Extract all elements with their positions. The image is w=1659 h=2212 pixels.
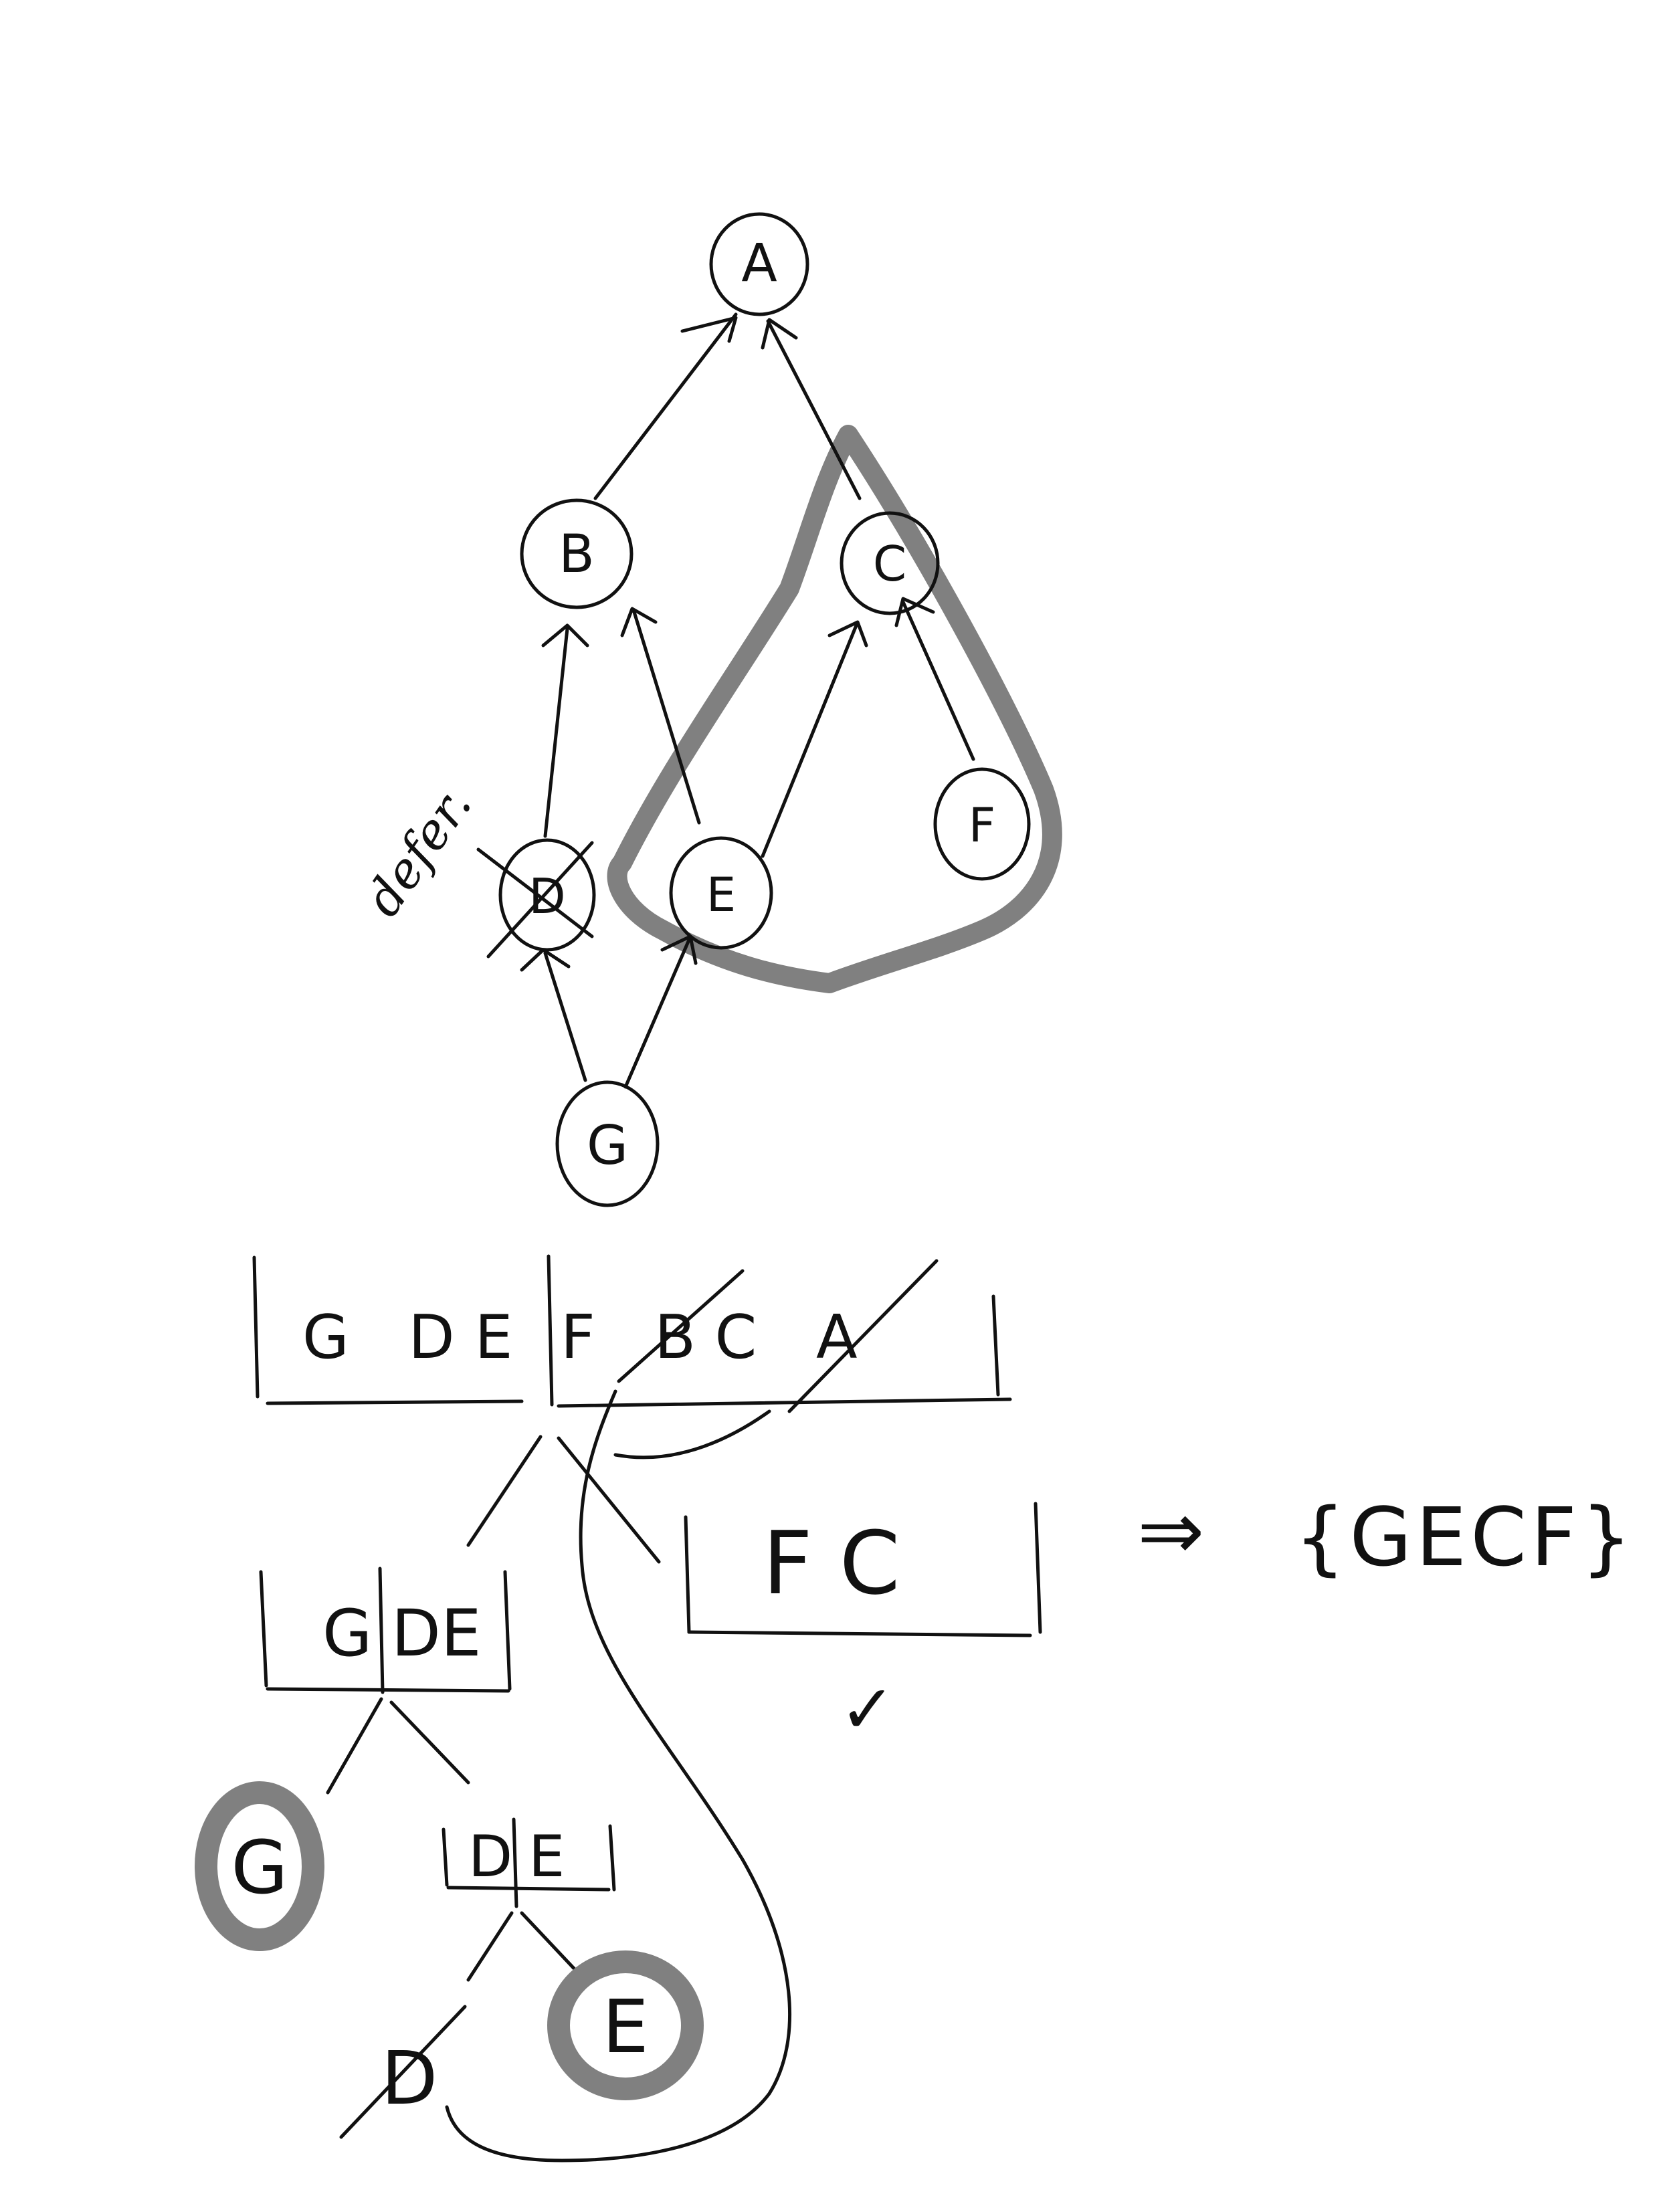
arrowhead-b-a [680, 316, 738, 343]
partition-tree: G DE F BC A G DE FC ✓ ⇒ [195, 1254, 1636, 2163]
highlight-loop-cef [607, 425, 1062, 993]
right-child-left-wall [684, 1515, 691, 1634]
branch-left-de [389, 1700, 470, 1785]
left-child-left-wall [259, 1570, 268, 1688]
node-b-label: B [559, 524, 595, 585]
de-box-left-label: D [468, 1823, 512, 1890]
de-box-right-wall [608, 1824, 616, 1892]
node-b: B [520, 498, 633, 609]
edge-e-b [632, 610, 701, 825]
edge-g-d [543, 951, 587, 1082]
defer-annotation: defer. [354, 777, 483, 926]
node-d: D [476, 838, 596, 959]
de-box-divider [512, 1817, 518, 1908]
result-arrow: ⇒ [1137, 1485, 1205, 1578]
root-box-left-wall [252, 1255, 260, 1399]
dependency-graph: A B C D E F G defer. [354, 212, 1062, 1207]
arrowhead-e-c [827, 620, 868, 647]
root-box: G DE F BC A [252, 1254, 1012, 1460]
left-child-divider [378, 1567, 385, 1694]
node-d-cross [476, 841, 594, 959]
de-box-right-label: E [528, 1823, 565, 1890]
leaf-g-label: G [231, 1825, 288, 1910]
root-box-divider [547, 1254, 554, 1407]
root-box-strike-a [787, 1259, 939, 1413]
de-box: D E [442, 1817, 616, 1908]
result-label: {GECF} [1294, 1492, 1636, 1585]
root-box-left-label: G DE [302, 1302, 533, 1373]
right-child-bottom [687, 1630, 1032, 1637]
root-box-right-wall [991, 1294, 1000, 1397]
node-c: C [840, 511, 940, 615]
node-f: F [933, 767, 1031, 881]
edge-d-b [543, 627, 569, 838]
root-box-right-label: F BC A [561, 1302, 878, 1373]
branch-de-d [466, 1911, 514, 1982]
arrowhead-e-b [620, 607, 658, 637]
leaf-d-label: D [381, 2035, 438, 2121]
root-box-cross-connector [613, 1409, 771, 1460]
arrowhead-c-a [761, 318, 798, 350]
de-box-bottom [446, 1886, 611, 1892]
edge-f-c [901, 600, 975, 761]
node-e-label: E [706, 868, 736, 922]
left-child-bottom [266, 1687, 510, 1693]
branch-root-right [557, 1436, 661, 1564]
left-child-box: G DE [259, 1567, 512, 1694]
node-a-label: A [741, 233, 777, 294]
edge-g-e [623, 938, 691, 1089]
arrowhead-f-c [894, 597, 935, 627]
root-box-bottom [266, 1397, 1012, 1408]
branch-root-left [466, 1435, 543, 1547]
leaf-e-label: E [602, 1984, 649, 2070]
left-child-right-wall [503, 1570, 512, 1691]
right-child-right-wall [1034, 1502, 1042, 1634]
left-child-left-label: G [322, 1596, 372, 1671]
right-child-label: FC [763, 1512, 927, 1614]
de-box-left-wall [442, 1827, 449, 1887]
node-c-label: C [873, 536, 906, 592]
arrowhead-g-d [520, 948, 571, 972]
node-g-label: G [587, 1114, 628, 1177]
root-box-strike-b [617, 1269, 745, 1383]
edge-e-c [761, 623, 858, 858]
arrowhead-d-b [541, 623, 589, 647]
result-set: ⇒ {GECF} [1137, 1485, 1636, 1585]
right-child-checkmark: ✓ [840, 1670, 896, 1748]
leaf-e-highlight [547, 1950, 704, 2100]
leaf-g-highlight [195, 1781, 324, 1951]
branch-left-g [326, 1697, 383, 1795]
edge-c-a [766, 319, 862, 500]
node-g: G [555, 1080, 660, 1207]
leaf-d-strike [339, 2005, 467, 2139]
long-strike-curve [445, 1389, 792, 2163]
leaf-g: G [195, 1781, 324, 1951]
left-child-right-label: DE [391, 1596, 482, 1671]
right-child-box: FC ✓ [684, 1502, 1042, 1748]
node-f-label: F [969, 798, 995, 853]
leaf-e: E [547, 1950, 704, 2100]
edge-b-a [593, 312, 738, 500]
node-a: A [709, 212, 809, 316]
node-e: E [669, 836, 773, 950]
branch-de-e [520, 1911, 577, 1972]
leaf-d: D [339, 2005, 467, 2139]
